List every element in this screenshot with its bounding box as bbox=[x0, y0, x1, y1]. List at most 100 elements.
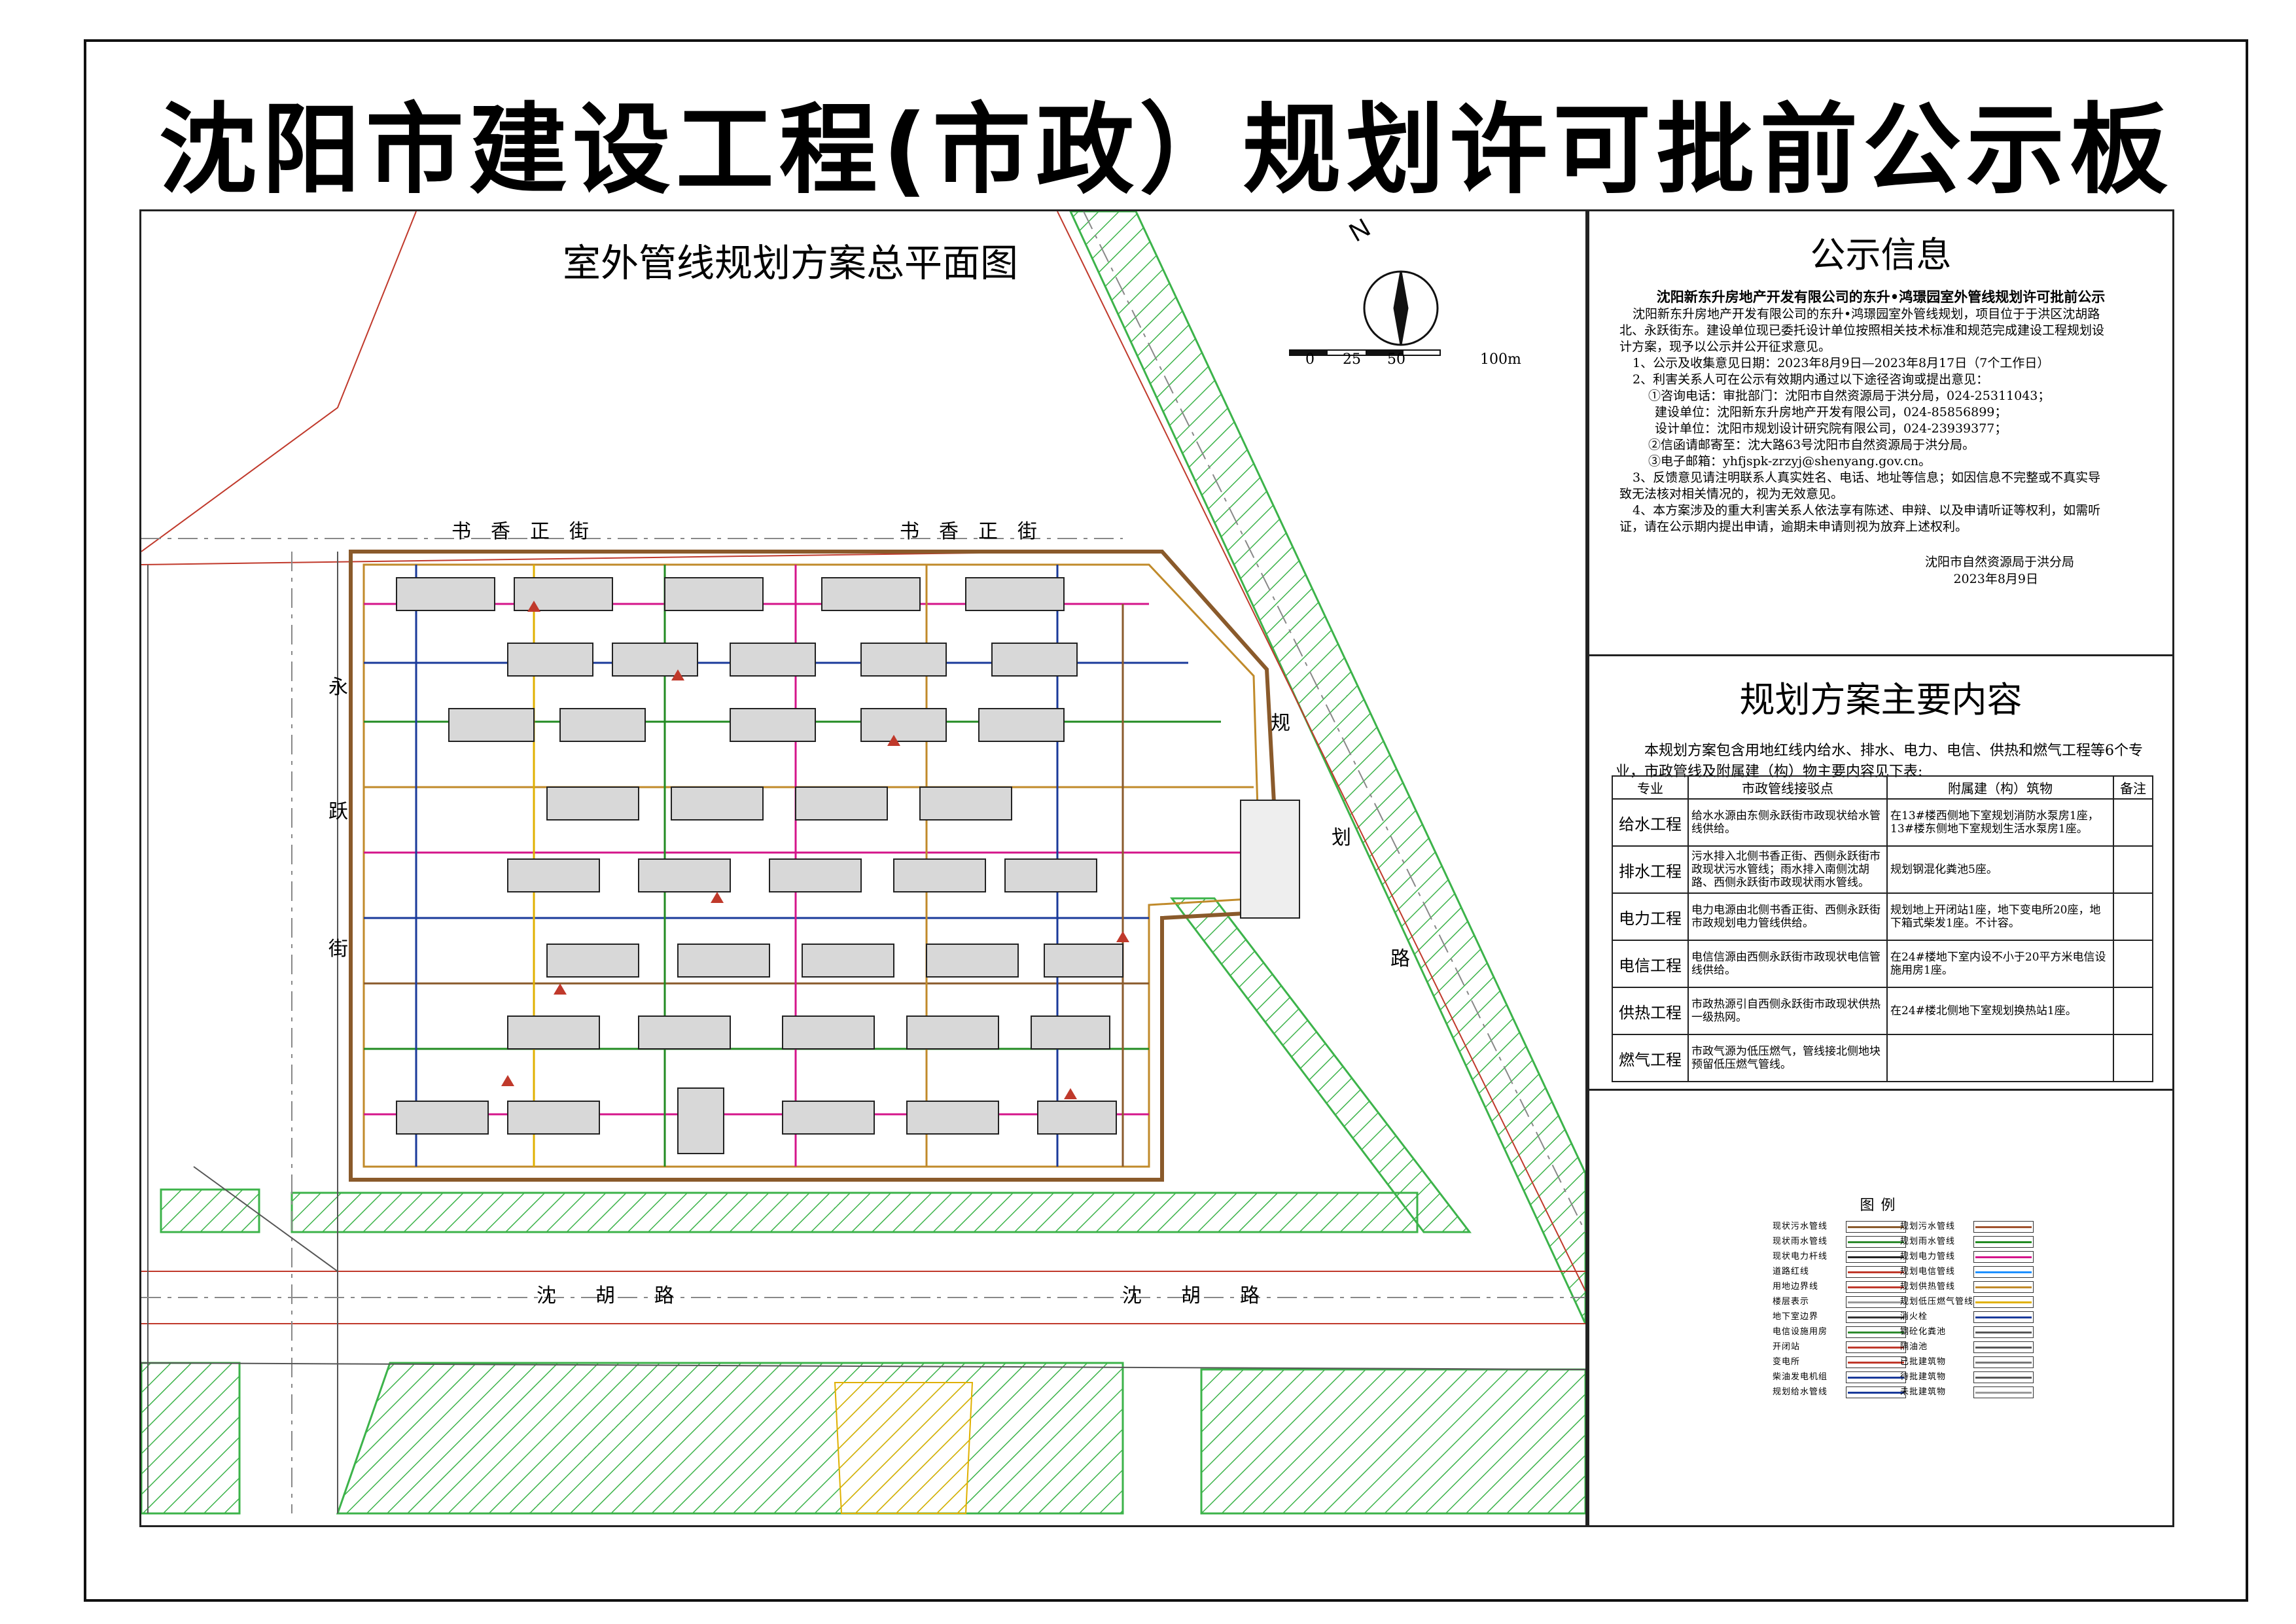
substation-markers bbox=[501, 601, 1129, 1099]
site-boundary bbox=[349, 550, 1282, 1182]
legend-label: 已批建筑物 bbox=[1900, 1357, 1947, 1367]
green-belt-south-bottom bbox=[336, 1362, 1124, 1515]
notice-subtitle: 沈阳新东升房地产开发有限公司的东升•鸿璟园室外管线规划许可批前公示 bbox=[1656, 289, 2106, 305]
legend-symbol bbox=[1973, 1250, 2034, 1263]
street-label-north-right: 书香正街 bbox=[900, 520, 1057, 543]
scale-label-0: 0 bbox=[1305, 351, 1315, 368]
legend-item: 钢砼化粪池 bbox=[1900, 1325, 2034, 1339]
row-connection: 电力电源由北侧书香正街、西侧永跃街市政规划电力管线供给。 bbox=[1687, 892, 1888, 941]
column-header: 备注 bbox=[2113, 775, 2153, 800]
notice-line: 北、永跃街东。建设单位现已委托设计单位按照相关技术标准和规范完成建设工程规划设 bbox=[1619, 323, 2105, 338]
legend-item: 变电所 bbox=[1773, 1355, 1906, 1369]
legend-item: 规划污水管线 bbox=[1900, 1220, 2034, 1234]
legend-label: 规划电力管线 bbox=[1900, 1252, 1956, 1262]
notice-line: 2、利害关系人可在公示有效期内通过以下途径咨询或提出意见： bbox=[1633, 372, 1989, 387]
row-category: 供热工程 bbox=[1612, 987, 1689, 1035]
row-connection: 电信信源由西侧永跃街市政现状电信管线供给。 bbox=[1687, 940, 1888, 988]
table-row: 排水工程 污水排入北侧书香正街、西侧永跃街市政现状污水管线；雨水排入南侧沈胡路、… bbox=[1612, 845, 2153, 894]
legend-label: 规划雨水管线 bbox=[1900, 1237, 1956, 1246]
legend-label: 柴油发电机组 bbox=[1773, 1372, 1828, 1382]
legend-item: 未批建筑物 bbox=[1900, 1385, 2034, 1400]
legend-symbol bbox=[1973, 1220, 2034, 1233]
map-title: 室外管线规划方案总平面图 bbox=[563, 241, 1019, 285]
row-connection: 污水排入北侧书香正街、西侧永跃街市政现状污水管线；雨水排入南侧沈胡路、西侧永跃街… bbox=[1687, 845, 1888, 894]
plan-heading: 规划方案主要内容 bbox=[1739, 679, 2022, 720]
legend-symbol bbox=[1846, 1250, 1906, 1263]
street-label-west-1: 永 bbox=[328, 676, 368, 699]
legend-label: 用地边界线 bbox=[1773, 1282, 1819, 1292]
notice-line: 1、公示及收集意见日期：2023年8月9日—2023年8月17日（7个工作日） bbox=[1633, 356, 2050, 370]
plan-table: 专业 市政管线接驳点 附属建（构）筑物 备注 给水工程 给水水源由东侧永跃街市政… bbox=[1612, 775, 2153, 1082]
legend-symbol bbox=[1973, 1280, 2034, 1293]
table-row: 给水工程 给水水源由东侧永跃街市政现状给水管线供给。 在13#楼西侧地下室规划消… bbox=[1612, 798, 2153, 847]
legend-label: 现状电力杆线 bbox=[1773, 1252, 1828, 1262]
legend-item: 地下室边界 bbox=[1773, 1310, 1906, 1324]
green-belt-southwest bbox=[141, 1362, 241, 1515]
table-row: 供热工程 市政热源引自西侧永跃街市政现状供热一级热网。 在24#楼北侧地下室规划… bbox=[1612, 987, 2153, 1035]
main-title: 沈阳市建设工程(市政）规划许可批前公示板 bbox=[158, 94, 2174, 207]
outer-frame bbox=[84, 39, 2248, 1602]
legend-symbol bbox=[1973, 1265, 2034, 1278]
legend-symbol bbox=[1846, 1296, 1906, 1308]
row-connection: 给水水源由东侧永跃街市政现状给水管线供给。 bbox=[1687, 798, 1888, 847]
row-facility: 在13#楼西侧地下室规划消防水泵房1座，13#楼东侧地下室规划生活水泵房1座。 bbox=[1886, 798, 2114, 847]
street-label-south-left: 沈胡路 bbox=[537, 1284, 713, 1307]
legend-symbol bbox=[1846, 1326, 1906, 1338]
row-category: 燃气工程 bbox=[1612, 1034, 1689, 1082]
legend-label: 变电所 bbox=[1773, 1357, 1801, 1367]
green-belt-south-left bbox=[160, 1188, 260, 1233]
row-note bbox=[2113, 845, 2153, 894]
table-row: 燃气工程 市政气源为低压燃气，管线接北侧地块预留低压燃气管线。 bbox=[1612, 1034, 2153, 1082]
row-category: 给水工程 bbox=[1612, 798, 1689, 847]
row-connection: 市政气源为低压燃气，管线接北侧地块预留低压燃气管线。 bbox=[1687, 1034, 1888, 1082]
legend-item: 柴油发电机组 bbox=[1773, 1370, 1906, 1385]
legend-symbol bbox=[1846, 1356, 1906, 1368]
legend-item: 规划电力管线 bbox=[1900, 1250, 2034, 1264]
legend-symbol bbox=[1846, 1265, 1906, 1278]
notice-line: 致无法核对相关情况的，视为无效意见。 bbox=[1619, 487, 1844, 501]
row-facility bbox=[1886, 1034, 2114, 1082]
street-label-west-3: 街 bbox=[328, 938, 368, 961]
legend-label: 规划给水管线 bbox=[1773, 1387, 1828, 1397]
legend-label: 现状雨水管线 bbox=[1773, 1237, 1828, 1246]
notice-signature-date: 2023年8月9日 bbox=[1953, 572, 2038, 586]
row-category: 排水工程 bbox=[1612, 845, 1689, 894]
legend-label: 地下室边界 bbox=[1773, 1312, 1819, 1322]
legend-item: 规划低压燃气管线 bbox=[1900, 1295, 2034, 1309]
legend-item: 规划给水管线 bbox=[1773, 1385, 1906, 1400]
street-label-east-1: 规 bbox=[1271, 712, 1310, 735]
street-label-east-3: 路 bbox=[1390, 947, 1430, 970]
notice-heading: 公示信息 bbox=[1810, 234, 1952, 275]
legend-label: 钢砼化粪池 bbox=[1900, 1327, 1947, 1337]
legend-item: 规划供热管线 bbox=[1900, 1280, 2034, 1294]
column-header: 专业 bbox=[1612, 775, 1689, 800]
legend-item: 消火栓 bbox=[1900, 1310, 2034, 1324]
street-label-east-2: 划 bbox=[1332, 826, 1371, 849]
scale-bar bbox=[1289, 349, 1441, 356]
legend-item: 已批建筑物 bbox=[1900, 1355, 2034, 1369]
legend-item: 楼层表示 bbox=[1773, 1295, 1906, 1309]
row-note bbox=[2113, 940, 2153, 988]
road-red-line-1 bbox=[141, 551, 1071, 565]
legend-item: 道路红线 bbox=[1773, 1265, 1906, 1279]
plan-content-panel: 规划方案主要内容 本规划方案包含用地红线内给水、排水、电力、电信、供热和燃气工程… bbox=[1587, 656, 2174, 1091]
plan-table-header: 专业 市政管线接驳点 附属建（构）筑物 备注 bbox=[1612, 775, 2153, 800]
scale-label-50: 50 bbox=[1387, 351, 1405, 368]
legend-label: 现状污水管线 bbox=[1773, 1222, 1828, 1231]
legend-symbol bbox=[1973, 1356, 2034, 1368]
road-red-line-5 bbox=[1057, 211, 1585, 1292]
site-boundary-inner bbox=[362, 563, 1262, 1168]
table-row: 电力工程 电力电源由北侧书香正街、西侧永跃街市政规划电力管线供给。 规划地上开闭… bbox=[1612, 892, 2153, 941]
row-note bbox=[2113, 1034, 2153, 1082]
legend-label: 待批建筑物 bbox=[1900, 1372, 1947, 1382]
green-belt-south bbox=[291, 1192, 1419, 1233]
legend-label: 楼层表示 bbox=[1773, 1297, 1810, 1307]
road-south-lower bbox=[141, 1362, 1585, 1370]
street-label-west-2: 跃 bbox=[328, 800, 368, 823]
row-category: 电力工程 bbox=[1612, 892, 1689, 941]
legend-symbol bbox=[1973, 1386, 2034, 1398]
legend-label: 未批建筑物 bbox=[1900, 1387, 1947, 1397]
road-diagonal-2 bbox=[193, 1166, 338, 1272]
street-label-north-left: 书香正街 bbox=[451, 520, 609, 543]
legend-symbol bbox=[1846, 1311, 1906, 1323]
